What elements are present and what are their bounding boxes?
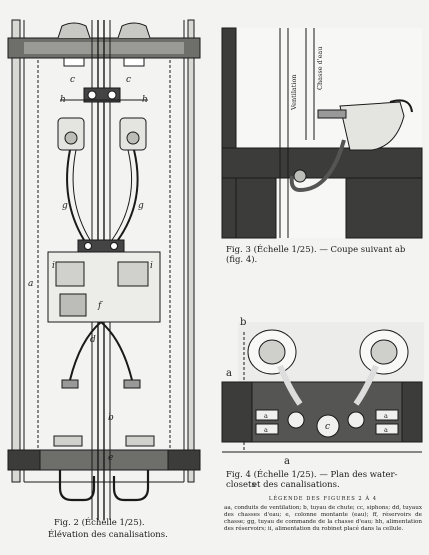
fig3-caption: Fig. 3 (Échelle 1/25). — Coupe suivant a… xyxy=(226,245,406,265)
fig2-label-h-left: h xyxy=(60,95,66,105)
fig2-label-a: a xyxy=(28,279,33,289)
legend-text: aa, conduits de ventilation; b, tuyau de… xyxy=(224,505,422,533)
fig2-caption: Fig. 2 (Échelle 1/25). xyxy=(54,518,145,528)
fig4-label-c: c xyxy=(325,422,330,432)
fig3-section xyxy=(221,27,423,239)
fig4-label-b: b xyxy=(240,317,246,328)
fig2-label-d: d xyxy=(90,335,96,345)
fig4-caption-line2: et des canalisations. xyxy=(252,480,340,490)
fig3-pipe-labels: Ventilation Chasse d'eau xyxy=(290,47,324,111)
fig3-chasse-label: Chasse d'eau xyxy=(316,47,324,90)
fig4-label-a-box3: a xyxy=(384,412,388,420)
fig4-caption-line1: Fig. 4 (Échelle 1/25). — Plan des water-… xyxy=(226,470,398,490)
fig2-label-c-right: c xyxy=(126,75,131,85)
fig2-label-b: b xyxy=(108,413,114,423)
legend-title: LÉGENDE DES FIGURES 2 À 4 xyxy=(268,496,378,502)
fig2-elevation xyxy=(7,19,201,520)
fig2-label-e: e xyxy=(108,453,113,463)
fig2-labels: c c h h g g i i a f d b e xyxy=(28,75,153,463)
fig4-label-a-top: a xyxy=(226,368,232,379)
fig2-subcaption: Élévation des canalisations. xyxy=(48,530,168,540)
legend: LÉGENDE DES FIGURES 2 À 4 aa, conduits d… xyxy=(224,496,422,533)
fig2-label-g-right: g xyxy=(138,201,144,211)
fig2-label-c-left: c xyxy=(70,75,75,85)
fig4-label-a-box4: a xyxy=(384,426,388,434)
fig4-labels: a b c a a a a a xyxy=(226,317,388,467)
fig2-label-i-right: i xyxy=(150,261,153,271)
fig4-label-a-bottom: a xyxy=(284,456,290,467)
fig4-label-a-box2: a xyxy=(264,426,268,434)
fig2-label-h-right: h xyxy=(142,95,148,105)
fig4-label-a-box1: a xyxy=(264,412,268,420)
fig3-ventilation-label: Ventilation xyxy=(290,74,298,111)
fig4-plan xyxy=(221,322,424,453)
fig2-label-i-left: i xyxy=(52,261,55,271)
fig2-label-g-left: g xyxy=(62,201,68,211)
fig2-label-f: f xyxy=(97,301,103,311)
